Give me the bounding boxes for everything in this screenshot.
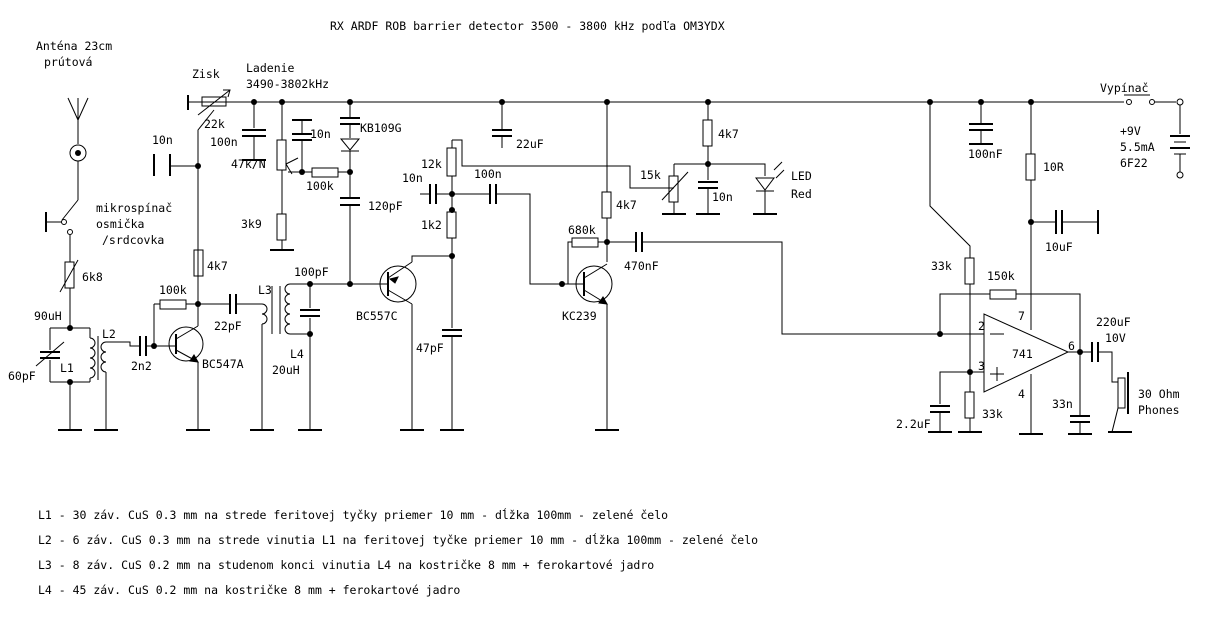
part-label: 100k bbox=[159, 283, 187, 297]
part-label: 100n bbox=[210, 135, 238, 149]
part-label: BC557C bbox=[356, 309, 398, 323]
part-label: 4k7 bbox=[207, 259, 228, 273]
part-label: 10R bbox=[1043, 160, 1064, 174]
l1-tank-circuit bbox=[35, 300, 99, 431]
bc557c-stage bbox=[350, 139, 674, 431]
part-label: KC239 bbox=[562, 309, 597, 323]
part-label: 20uH bbox=[272, 363, 300, 377]
tuning-range-label: 3490-3802kHz bbox=[246, 77, 329, 91]
opamp-pin-label: 6 bbox=[1068, 339, 1075, 353]
switch-label: mikrospínač bbox=[96, 201, 172, 215]
switch-label-2: osmička bbox=[96, 217, 144, 231]
microswitch-icon bbox=[45, 199, 79, 262]
part-label: 10n bbox=[152, 133, 173, 147]
part-label: 12k bbox=[421, 157, 442, 171]
led-label: LED bbox=[791, 169, 812, 183]
opamp-pin-label: 2 bbox=[978, 319, 985, 333]
switch-label-3: /srdcovka bbox=[102, 233, 164, 247]
part-label: L3 bbox=[258, 283, 272, 297]
gain-potentiometer bbox=[197, 89, 231, 166]
part-label: Phones bbox=[1138, 403, 1180, 417]
part-label: 2n2 bbox=[131, 359, 152, 373]
part-label: KB109G bbox=[360, 121, 402, 135]
opamp-pin-label: 7 bbox=[1018, 309, 1025, 323]
opamp-pin-label: 4 bbox=[1018, 387, 1025, 401]
note-l3: L3 - 8 záv. CuS 0.2 mm na studenom konci… bbox=[38, 558, 655, 572]
part-label: 10n bbox=[402, 171, 423, 185]
opamp-section bbox=[928, 102, 1132, 435]
part-label: L1 bbox=[60, 361, 74, 375]
tuning-network bbox=[242, 102, 361, 287]
part-label: 100nF bbox=[968, 147, 1003, 161]
part-label: 100n bbox=[474, 167, 502, 181]
part-label: 60pF bbox=[8, 369, 36, 383]
gain-label: Zisk bbox=[192, 67, 220, 81]
part-label: 10uF bbox=[1045, 240, 1073, 254]
part-label: 470nF bbox=[624, 259, 659, 273]
l3-l4-coils bbox=[250, 281, 350, 431]
note-l2: L2 - 6 záv. CuS 0.3 mm na strede vinutia… bbox=[38, 533, 759, 547]
kc239-stage bbox=[492, 102, 940, 431]
part-label: 10n bbox=[712, 190, 733, 204]
part-label: 22pF bbox=[214, 319, 242, 333]
part-label: 10V bbox=[1105, 331, 1126, 345]
part-label: 3k9 bbox=[241, 217, 262, 231]
opamp-label: 741 bbox=[1012, 347, 1033, 361]
part-label: 33n bbox=[1052, 397, 1073, 411]
part-label: 120pF bbox=[368, 199, 403, 213]
part-label: 22uF bbox=[516, 137, 544, 151]
power-section bbox=[969, 94, 1190, 179]
l2-coil bbox=[94, 341, 140, 431]
part-label: 4k7 bbox=[616, 198, 637, 212]
part-label: 220uF bbox=[1096, 315, 1131, 329]
antenna-label: Anténa 23cm bbox=[36, 39, 112, 53]
coil-notes: L1 - 30 záv. CuS 0.3 mm na strede ferito… bbox=[38, 505, 758, 605]
part-label: 6k8 bbox=[82, 270, 103, 284]
power-switch-label: Vypínač bbox=[1100, 81, 1148, 95]
part-label: 47pF bbox=[416, 341, 444, 355]
part-label: 22k bbox=[204, 117, 225, 131]
led-color-label: Red bbox=[791, 187, 812, 201]
resistor-6k8 bbox=[59, 259, 79, 300]
part-label: 90uH bbox=[34, 309, 62, 323]
part-label: 33k bbox=[931, 259, 952, 273]
tuning-label: Ladenie bbox=[246, 61, 295, 75]
battery-current-label: 5.5mA bbox=[1120, 140, 1155, 154]
diagram-title: RX ARDF ROB barrier detector 3500 - 3800… bbox=[330, 19, 725, 33]
part-label: 15k bbox=[640, 168, 661, 182]
battery-voltage-label: +9V bbox=[1120, 124, 1141, 138]
part-label: 2.2uF bbox=[896, 417, 931, 431]
opamp-pin-label: 3 bbox=[978, 359, 985, 373]
part-label: 30 Ohm bbox=[1138, 387, 1180, 401]
battery-type-label: 6F22 bbox=[1120, 156, 1148, 170]
note-l1: L1 - 30 záv. CuS 0.3 mm na strede ferito… bbox=[38, 508, 669, 522]
capacitor-10n-input bbox=[153, 154, 198, 176]
part-label: L4 bbox=[290, 347, 304, 361]
part-label: 10n bbox=[310, 127, 331, 141]
bc547a-stage bbox=[139, 163, 210, 431]
part-label: 33k bbox=[982, 407, 1003, 421]
positive-rail bbox=[187, 95, 1124, 110]
part-label: 100pF bbox=[294, 265, 329, 279]
part-label: BC547A bbox=[202, 357, 244, 371]
part-label: 1k2 bbox=[421, 218, 442, 232]
part-label: 150k bbox=[987, 269, 1015, 283]
part-label: 100k bbox=[306, 179, 334, 193]
part-label: 4k7 bbox=[718, 127, 739, 141]
antenna-icon bbox=[67, 97, 89, 200]
antenna-type-label: prútová bbox=[44, 55, 92, 69]
led-branch bbox=[661, 102, 785, 215]
part-label: 680k bbox=[568, 223, 596, 237]
part-label: L2 bbox=[102, 327, 116, 341]
capacitor-22pf bbox=[198, 294, 262, 314]
note-l4: L4 - 45 záv. CuS 0.2 mm na kostričke 8 m… bbox=[38, 583, 461, 597]
